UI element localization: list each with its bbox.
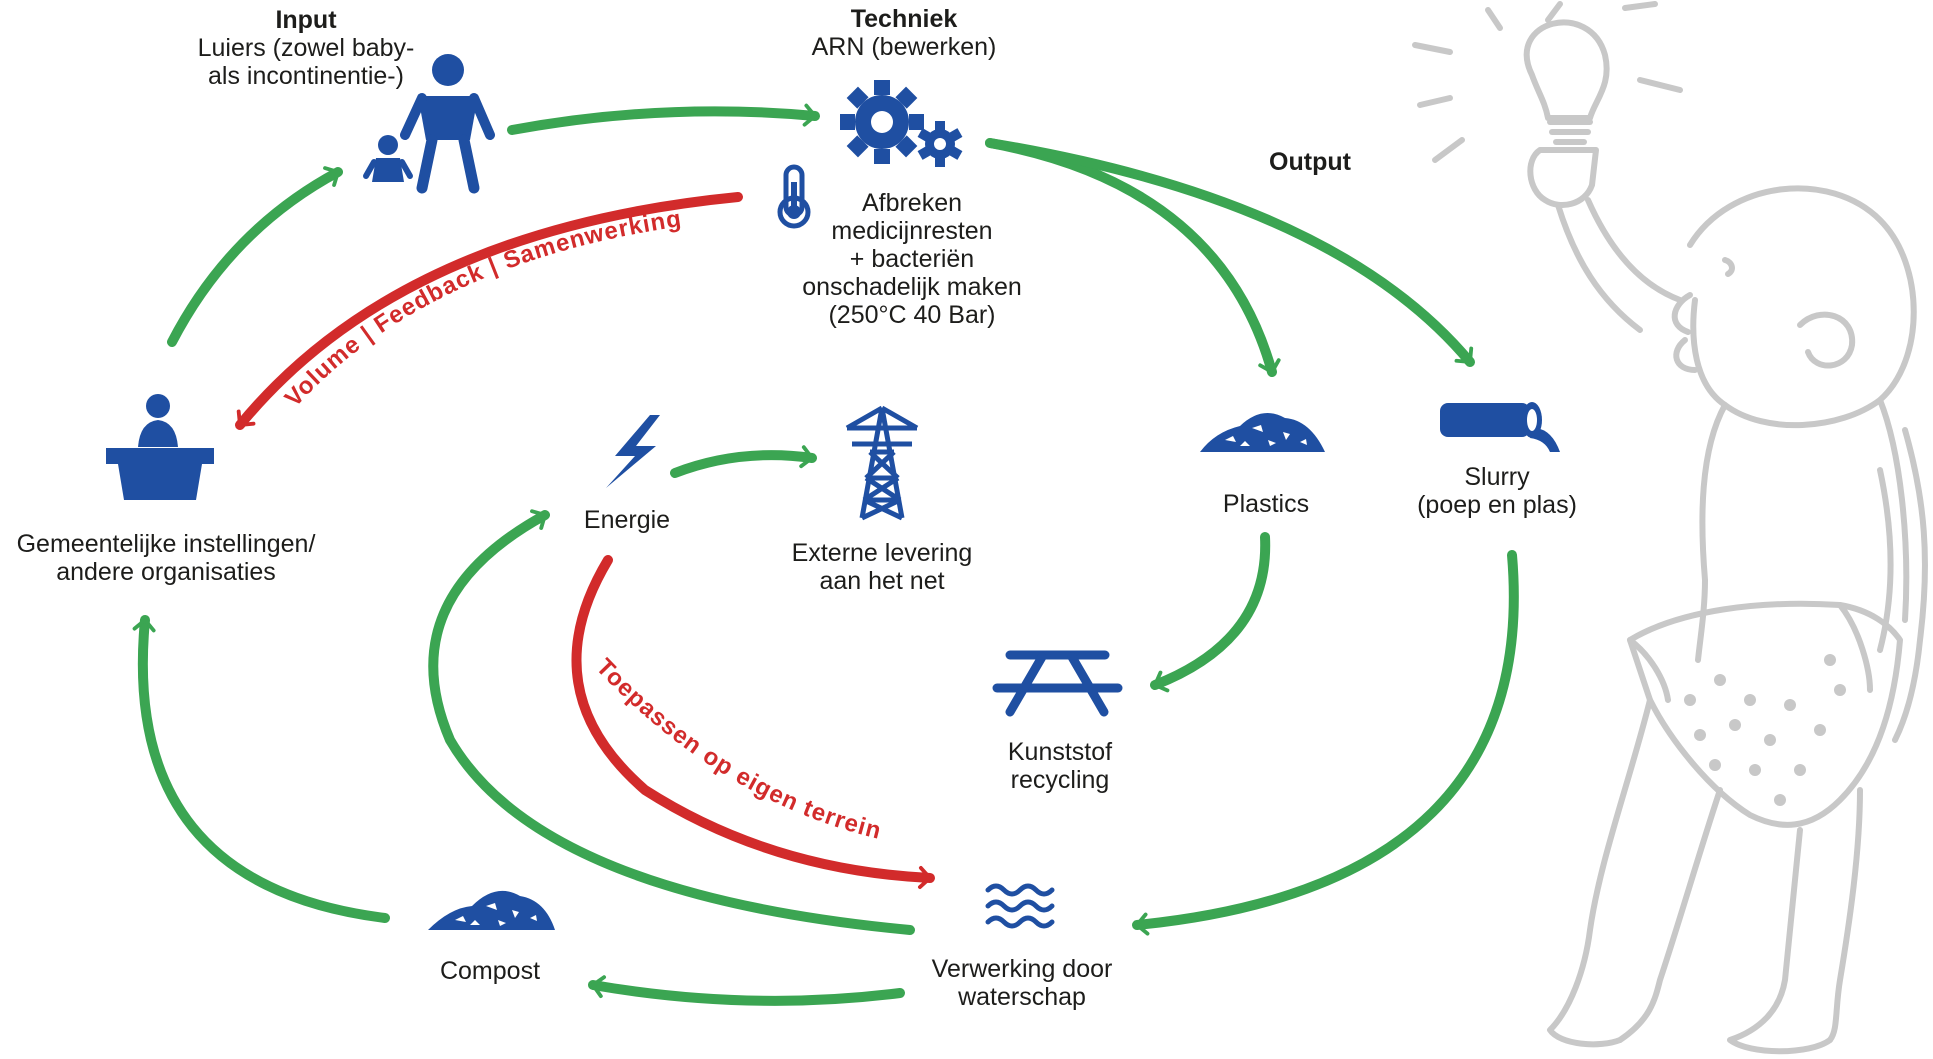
techniek-subtitle: ARN (bewerken) <box>811 33 997 61</box>
slurry-line-2: (poep en plas) <box>1417 491 1577 519</box>
red-feedback-arrows <box>235 192 935 890</box>
input-label: Input Luiers (zowel baby- als incontinen… <box>198 6 415 90</box>
slurry-label: Slurry (poep en plas) <box>1417 463 1577 519</box>
compost-pile-icon <box>428 890 555 930</box>
person-at-desk-icon <box>106 394 214 500</box>
afbreken-label: Afbreken medicijnresten + bacteriën onsc… <box>802 189 1022 329</box>
power-pylon-icon <box>845 405 919 521</box>
toepassen-curve-label: Toepassen op eigen terrein <box>591 654 885 845</box>
plastic-pile-icon <box>1200 413 1325 452</box>
plastics-label: Plastics <box>1222 490 1310 518</box>
arrow-plastics-to-kunststof <box>1150 532 1271 693</box>
kunststof-line-1: Kunststof <box>1007 738 1113 766</box>
afbreken-line-2: medicijnresten <box>831 217 993 245</box>
compost-label: Compost <box>439 957 541 985</box>
input-line-2: als incontinentie-) <box>208 62 404 90</box>
samenwerking-curve-label: Volume | Feedback | Samenwerking <box>280 205 684 412</box>
afbreken-line-1: Afbreken <box>861 189 963 217</box>
arrow-input-to-techniek <box>507 103 820 135</box>
toepassen-label: Toepassen op eigen terrein <box>591 654 884 845</box>
gemeente-line-2: andere organisaties <box>56 558 276 586</box>
externe-line-2: aan het net <box>819 567 945 595</box>
arrow-slurry-to-waterschap <box>1132 550 1519 936</box>
afbreken-line-5: (250°C 40 Bar) <box>828 301 996 329</box>
water-waves-icon <box>985 883 1055 929</box>
externe-line-1: Externe levering <box>791 539 973 567</box>
lightning-icon <box>606 415 660 488</box>
gemeente-line-1: Gemeentelijke instellingen/ <box>16 530 316 558</box>
arrow-energie-to-externe <box>670 445 817 478</box>
input-heading: Input <box>275 6 337 34</box>
adult-and-baby-icon <box>363 54 495 194</box>
thermometer-icon <box>777 164 811 229</box>
techniek-label: Techniek ARN (bewerken) <box>812 5 997 61</box>
externe-label: Externe levering aan het net <box>792 539 973 595</box>
samenwerking-label: Volume | Feedback | Samenwerking <box>280 205 683 412</box>
pipe-outflow-icon <box>1440 402 1560 452</box>
afbreken-line-3: + bacteriën <box>849 245 975 273</box>
energie-label: Energie <box>583 506 671 534</box>
diaper-dots-decoration <box>1684 654 1846 806</box>
gemeente-label: Gemeentelijke instellingen/ andere organ… <box>17 530 316 586</box>
waterschap-line-2: waterschap <box>958 983 1086 1011</box>
input-line-1: Luiers (zowel baby- <box>197 34 415 62</box>
kunststof-line-2: recycling <box>1010 766 1110 794</box>
waterschap-label: Verwerking door waterschap <box>932 955 1113 1011</box>
baby-holding-lightbulb-sketch-icon <box>1412 1 1928 1055</box>
techniek-heading: Techniek <box>850 5 958 33</box>
arrow-compost-to-gemeente <box>132 615 390 923</box>
afbreken-line-4: onschadelijk maken <box>802 273 1022 301</box>
gears-icon <box>840 80 963 167</box>
picnic-table-icon <box>992 650 1123 717</box>
arrow-gemeente-to-input <box>167 166 343 347</box>
slurry-line-1: Slurry <box>1464 463 1530 491</box>
green-flow-arrows <box>132 103 1519 1006</box>
arrow-samenwerking <box>235 192 743 430</box>
arrow-toepassen <box>571 555 935 890</box>
arrow-waterschap-to-energie <box>428 509 915 935</box>
arrow-waterschap-to-compost <box>588 975 905 1006</box>
kunststof-label: Kunststof recycling <box>1008 738 1112 794</box>
arrow-techniek-to-slurry <box>985 138 1475 367</box>
output-label: Output <box>1269 148 1351 176</box>
waterschap-line-1: Verwerking door <box>931 955 1113 983</box>
